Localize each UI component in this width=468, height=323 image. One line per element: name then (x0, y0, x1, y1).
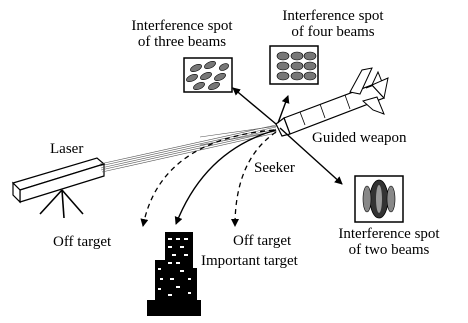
guided-weapon-label: Guided weapon (312, 130, 407, 146)
spot-three-line1: Interference spot (131, 18, 233, 34)
off-target-left-label: Off target (53, 234, 112, 250)
two-beam-spot-icon (354, 175, 404, 223)
guided-weapon-icon (275, 67, 389, 137)
spot-three-label: Interference spot of three beams (103, 18, 261, 50)
spot-four-line2: of four beams (291, 24, 375, 40)
spot-four-line1: Interference spot (282, 8, 384, 24)
important-target-trajectory (174, 129, 277, 225)
four-beam-spot-icon (269, 45, 319, 85)
spot-four-label: Interference spot of four beams (254, 8, 412, 40)
spot-two-line1: Interference spot (338, 226, 440, 242)
spot-two-label: Interference spot of two beams (311, 226, 467, 258)
off-target-mid-label: Off target (233, 233, 292, 249)
off-target-left-trajectory (140, 129, 275, 227)
off-target-mid-trajectory (231, 131, 277, 227)
spot-three-line2: of three beams (137, 34, 227, 50)
important-target-label: Important target (201, 253, 298, 269)
building-icon (147, 232, 201, 316)
laser-device-icon (11, 157, 106, 219)
spot-two-line2: of two beams (348, 242, 430, 258)
laser-label: Laser (50, 141, 84, 157)
three-beam-spot-icon (183, 57, 233, 93)
laser-beams (99, 124, 278, 173)
spot-arrows (232, 87, 343, 185)
seeker-label: Seeker (254, 160, 295, 176)
